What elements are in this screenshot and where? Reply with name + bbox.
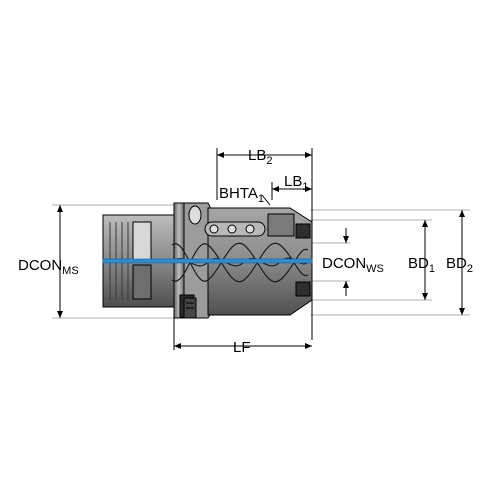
tool-body xyxy=(102,202,313,319)
label-bhta1: BHTA1 xyxy=(219,185,265,205)
dimension-arrows xyxy=(57,152,465,349)
label-lb2: LB2 xyxy=(248,147,273,167)
extension-lines xyxy=(52,204,470,319)
label-bd2: BD2 xyxy=(446,255,473,275)
label-lf: LF xyxy=(233,339,251,356)
label-bd1: BD1 xyxy=(408,255,435,275)
label-dcon-ms: DCONMS xyxy=(18,257,79,277)
label-lb1: LB1 xyxy=(284,173,309,193)
label-dcon-ws: DCONWS xyxy=(322,255,384,275)
